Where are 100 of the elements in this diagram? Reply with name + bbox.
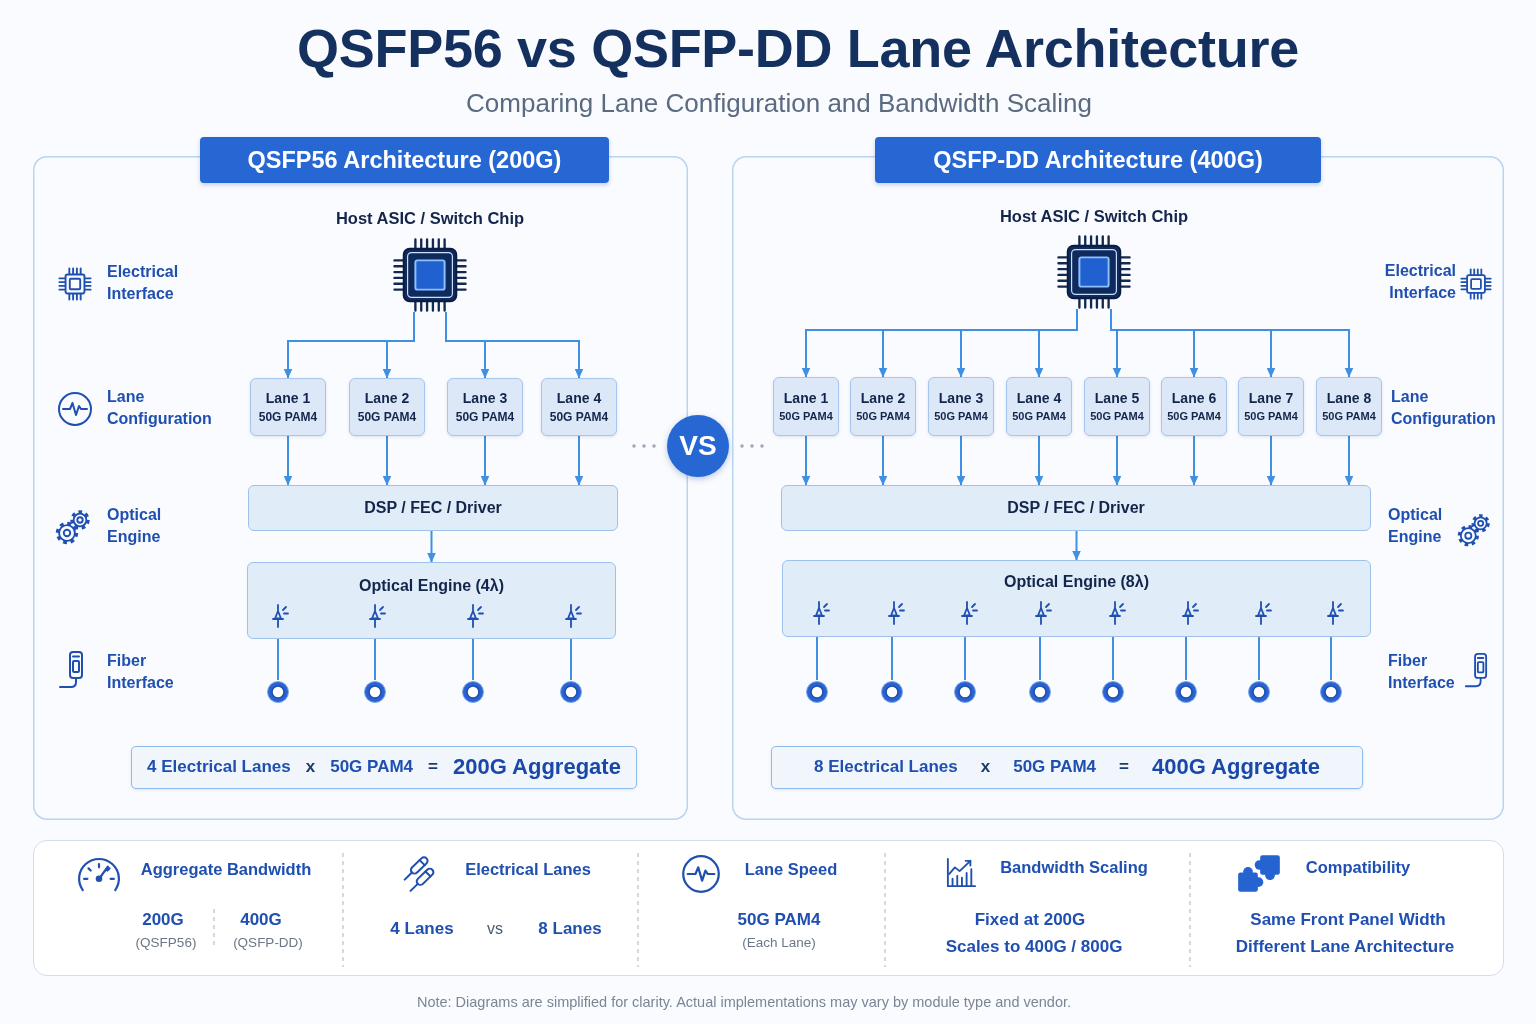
arrow	[1034, 435, 1044, 486]
fiber-port-icon	[880, 680, 904, 704]
lane-card	[928, 377, 994, 436]
fiber-port-icon	[266, 680, 290, 704]
lane-rate: 50G PAM4	[1013, 757, 1097, 778]
connector-line	[472, 638, 474, 681]
lane-rate: 50G PAM4	[1090, 409, 1144, 423]
lane-card	[447, 378, 523, 436]
lane-name: Lane 6	[1171, 390, 1217, 407]
metric-value: 400G	[240, 909, 282, 931]
chip-heading: Host ASIC / Switch Chip	[335, 208, 525, 229]
chip-heading: Host ASIC / Switch Chip	[999, 206, 1189, 227]
lane-rate: 50G PAM4	[330, 757, 414, 778]
arrow	[956, 435, 966, 486]
lane-name: Lane 4	[1016, 390, 1062, 407]
metric-value: 200G	[142, 909, 184, 931]
fiber-port-icon	[1101, 680, 1125, 704]
engine-title: Optical Engine (4λ)	[359, 576, 504, 596]
lane-rate: 50G PAM4	[1244, 409, 1298, 423]
layer-label: Optical Engine	[1388, 505, 1443, 547]
connector-line	[570, 638, 572, 681]
layer-label: Fiber Interface	[107, 651, 174, 693]
connector-line	[1258, 636, 1260, 681]
dsp-block: DSP / FEC / Driver	[248, 485, 618, 531]
arrow	[1110, 308, 1354, 378]
metric-value: Fixed at 200G	[974, 909, 1086, 931]
footnote: Note: Diagrams are simplified for clarity. Actual implementations may vary by module type and vendor.	[416, 994, 1072, 1012]
lane-card	[349, 378, 425, 436]
operator-sign: =	[428, 757, 438, 778]
summary-bar	[131, 746, 637, 789]
versus-word: vs	[487, 919, 503, 939]
fiber-port-icon	[805, 680, 829, 704]
lane-card	[1316, 377, 1382, 436]
lane-name: Lane 8	[1326, 390, 1372, 407]
lane-rate: 50G PAM4	[856, 409, 910, 423]
connector-line	[1330, 636, 1332, 681]
lane-card	[1006, 377, 1072, 436]
comparison-panel	[33, 840, 1504, 976]
lane-name: Lane 3	[938, 390, 984, 407]
lane-rate: 50G PAM4	[258, 409, 318, 425]
operator-sign: x	[980, 757, 991, 778]
layer-label: Lane Configuration	[107, 387, 212, 429]
lane-name: Lane 4	[556, 389, 602, 407]
arrow	[445, 311, 584, 379]
arrow	[382, 435, 392, 486]
layer-label: Fiber Interface	[1388, 651, 1455, 693]
lane-card	[1238, 377, 1304, 436]
metric-note: (Each Lane)	[742, 934, 816, 952]
metric-value: 8 Lanes	[538, 918, 602, 940]
engine-title: Optical Engine (8λ)	[1004, 572, 1149, 592]
lane-name: Lane 5	[1094, 390, 1140, 407]
connector-line	[816, 636, 818, 681]
metric-title: Electrical Lanes	[465, 860, 591, 880]
fiber-port-icon	[1247, 680, 1271, 704]
operator-sign: x	[305, 757, 316, 778]
fiber-port-icon	[461, 680, 485, 704]
lane-rate: 50G PAM4	[455, 409, 515, 425]
arrow	[283, 435, 293, 486]
arrow	[1112, 435, 1122, 486]
lane-name: Lane 3	[462, 389, 508, 407]
lane-card	[773, 377, 839, 436]
lane-rate: 50G PAM4	[1012, 409, 1066, 423]
fiber-port-icon	[559, 680, 583, 704]
connector-line	[891, 636, 893, 681]
arrow	[1034, 308, 1078, 378]
lane-rate: 50G PAM4	[934, 409, 988, 423]
layer-label: Lane Configuration	[1391, 387, 1496, 429]
vs-circle: VS	[667, 415, 729, 477]
lane-name: Lane 7	[1248, 390, 1294, 407]
subtitle: Comparing Lane Configuration and Bandwidth Scaling	[466, 88, 1092, 120]
metric-value: 4 Lanes	[390, 918, 454, 940]
connector-line	[1039, 636, 1041, 681]
arrow	[1072, 530, 1081, 561]
lane-name: Lane 2	[860, 390, 906, 407]
metric-value: 50G PAM4	[737, 909, 821, 931]
connector-line	[964, 636, 966, 681]
lane-name: Lane 2	[364, 389, 410, 407]
metric-value: Different Lane Architecture	[1235, 936, 1455, 958]
fiber-port-icon	[1319, 680, 1343, 704]
dsp-block: DSP / FEC / Driver	[781, 485, 1371, 531]
aggregate-total: 400G Aggregate	[1151, 754, 1320, 781]
fiber-port-icon	[1174, 680, 1198, 704]
operator-sign: =	[1119, 757, 1129, 778]
lane-name: Lane 1	[265, 389, 311, 407]
lane-card	[250, 378, 326, 436]
metric-title: Compatibility	[1305, 858, 1411, 878]
lane-count: 8 Electrical Lanes	[814, 757, 958, 778]
connector-line	[277, 638, 279, 681]
lane-card	[1084, 377, 1150, 436]
connector-line	[374, 638, 376, 681]
connector-line	[1112, 636, 1114, 681]
lane-count: 4 Electrical Lanes	[147, 757, 291, 778]
summary-bar	[771, 746, 1363, 789]
lane-rate: 50G PAM4	[779, 409, 833, 423]
layer-label: Electrical Interface	[1384, 261, 1456, 303]
arrow	[382, 311, 415, 379]
metric-title: Bandwidth Scaling	[1000, 858, 1148, 878]
lane-card	[541, 378, 617, 436]
arrow	[1189, 435, 1199, 486]
diagram-title: QSFP56 vs QSFP-DD Lane Architecture	[297, 16, 1299, 80]
